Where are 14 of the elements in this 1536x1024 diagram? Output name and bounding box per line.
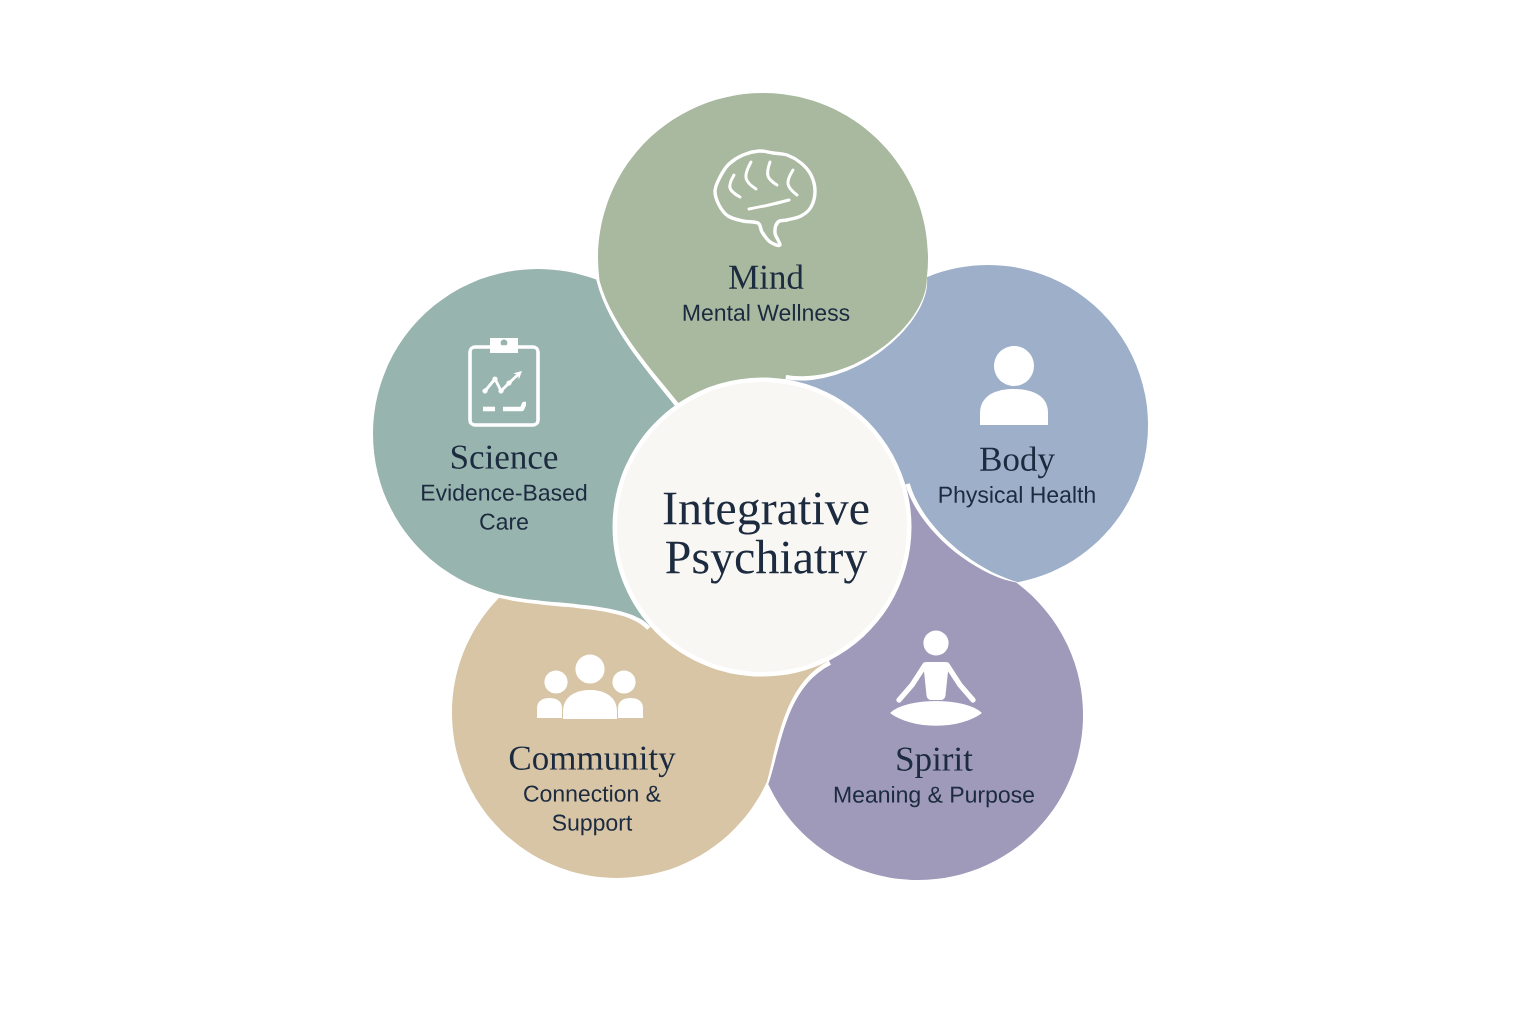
petal-title: Science [451, 445, 558, 469]
petal-subtitle: Evidence-Based Care [422, 483, 587, 530]
petal-subtitle: Meaning & Purpose [834, 785, 1034, 808]
hub-circle [617, 382, 907, 672]
petal-title: Body [980, 446, 1055, 479]
hub-title: Integrative Psychiatry [663, 492, 869, 584]
petal-subtitle: Mental Wellness [683, 304, 850, 321]
petal-title: Mind [729, 264, 804, 289]
petal [452, 597, 829, 878]
petal-subtitle: Physical Health [939, 486, 1095, 508]
petal-subtitle: Connection & Support [524, 784, 661, 836]
petal-title: Community [509, 746, 676, 778]
petal-title: Spirit [897, 747, 973, 779]
petal [598, 93, 928, 404]
